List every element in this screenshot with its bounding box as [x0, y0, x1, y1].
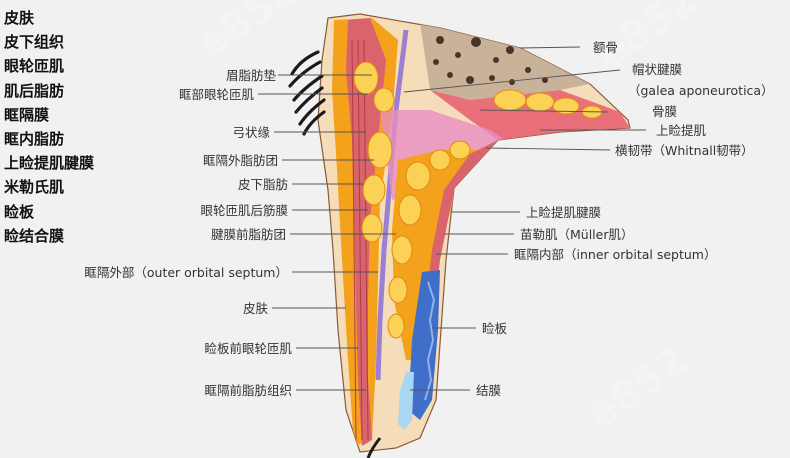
leader-lines-left — [258, 74, 396, 391]
conjunctiva — [398, 372, 414, 430]
periosteum-band — [430, 90, 630, 140]
fat-lobules — [353, 61, 471, 339]
legend-item-subcutaneous: 皮下组织 — [4, 33, 65, 52]
label-muller: 苗勒肌（Müller肌） — [520, 227, 633, 242]
leader-lines-right — [403, 46, 646, 391]
legend-item-orbital-septum: 眶隔膜 — [4, 105, 50, 124]
legend-item-orbicularis: 眼轮匝肌 — [4, 57, 65, 76]
label-orbital-oo: 眶部眼轮匝肌 — [179, 87, 255, 102]
label-tarsus: 睑板 — [482, 321, 508, 336]
legend-item-retro-muscle-fat: 肌后脂肪 — [4, 81, 65, 100]
watermark: e852 — [579, 337, 696, 438]
legend: 皮肤 皮下组织 眼轮匝肌 肌后脂肪 眶隔膜 眶内脂肪 上睑提肌腱膜 米勒氏肌 睑… — [4, 6, 94, 248]
tarsus-highlight — [424, 281, 436, 401]
label-inner-septum: 眶隔内部（inner orbital septum） — [514, 247, 716, 262]
label-skin: 皮肤 — [243, 301, 269, 316]
label-preaponeurotic-fat: 腱膜前脂肪团 — [211, 227, 286, 242]
legend-item-orbital-fat: 眶内脂肪 — [4, 130, 65, 149]
label-subcutaneous-fat: 皮下脂肪 — [238, 177, 288, 192]
label-periosteum: 骨膜 — [652, 104, 677, 119]
legend-item-conjunctiva: 睑结合膜 — [4, 226, 65, 245]
legend-item-skin: 皮肤 — [4, 9, 35, 27]
label-frontal-bone: 额骨 — [593, 40, 618, 55]
label-conjunctiva: 结膜 — [476, 383, 501, 398]
eyelash — [366, 437, 382, 458]
label-roof: 眼轮匝肌后筋膜 — [200, 203, 288, 218]
legend-item-tarsus: 睑板 — [4, 202, 35, 221]
label-preseptal-fat-pad: 眶隔外脂肪团 — [203, 153, 278, 168]
label-arcus: 弓状缘 — [232, 125, 270, 140]
label-galea-latin: （galea aponeurotica） — [628, 83, 774, 98]
label-outer-septum: 眶隔外部（outer orbital septum） — [84, 265, 288, 280]
label-galea: 帽状腱膜 — [632, 62, 682, 77]
label-pretarsal-oo: 睑板前眼轮匝肌 — [204, 341, 292, 356]
orbital-septum — [375, 29, 409, 381]
watermark: e852 — [189, 0, 306, 68]
legend-item-muller: 米勒氏肌 — [4, 178, 65, 197]
frontal-bone — [420, 22, 590, 100]
label-preseptal-tissue: 眶隔前脂肪组织 — [204, 383, 292, 398]
label-brow-fat: 眉脂肪垫 — [226, 68, 277, 83]
legend-item-lps-aponeurosis: 上睑提肌腱膜 — [4, 154, 95, 173]
label-lps-aponeurosis: 上睑提肌腱膜 — [526, 205, 601, 220]
muscle-fibers — [351, 39, 369, 441]
label-whitnall: 横韧带（Whitnall韧带） — [615, 143, 754, 158]
label-lps-muscle: 上睑提肌 — [656, 123, 707, 138]
bone-pores — [433, 36, 548, 85]
